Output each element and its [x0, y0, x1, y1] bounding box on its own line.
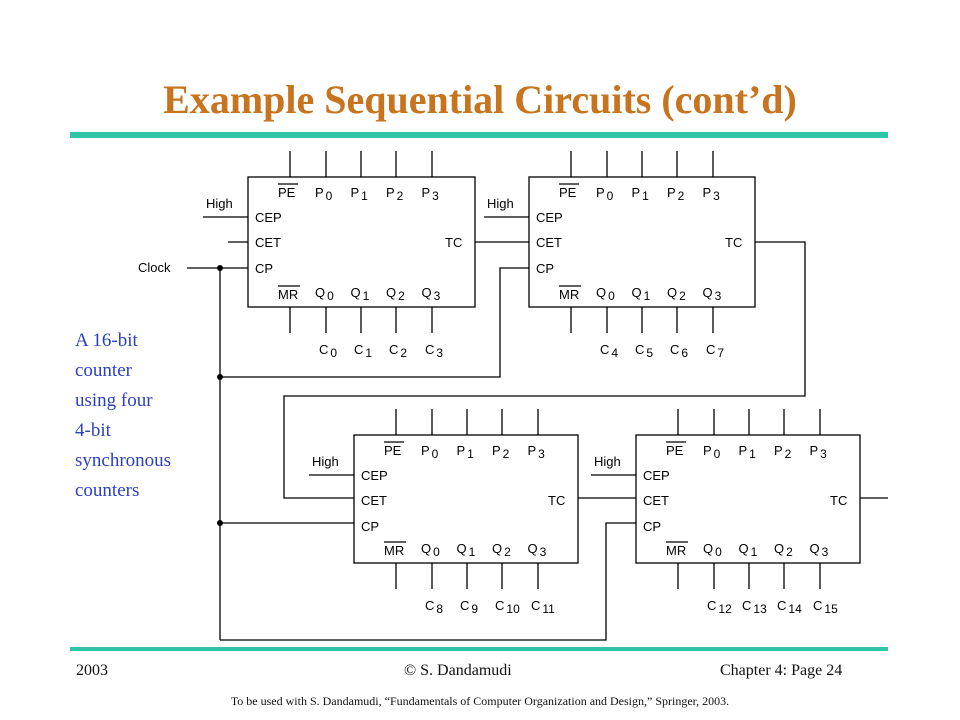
- pe-label: PE: [666, 443, 684, 458]
- mr-label: MR: [384, 543, 404, 558]
- cet-label: CET: [361, 493, 387, 508]
- footer-author: © S. Dandamudi: [404, 662, 512, 679]
- high-label: High: [487, 196, 514, 211]
- tc-to-chip-3: [283, 241, 806, 499]
- clock-to-chip-4: [220, 522, 636, 641]
- footer-divider: [70, 647, 888, 651]
- cet-label: CET: [536, 235, 562, 250]
- high-label: High: [594, 454, 621, 469]
- pe-label: PE: [278, 185, 296, 200]
- cp-label: CP: [536, 261, 554, 276]
- mr-label: MR: [666, 543, 686, 558]
- tc-label: TC: [830, 493, 847, 508]
- mr-label: MR: [559, 287, 579, 302]
- high-label: High: [206, 196, 233, 211]
- tc-label: TC: [548, 493, 565, 508]
- cp-label: CP: [361, 519, 379, 534]
- high-label: High: [312, 454, 339, 469]
- counter-chip-4: [635, 434, 861, 564]
- cp-label: CP: [255, 261, 273, 276]
- caption-line: counters: [75, 480, 140, 501]
- clock-to-chip-2: [220, 267, 529, 378]
- cep-label: CEP: [643, 468, 670, 483]
- tc-label: TC: [445, 235, 462, 250]
- cep-label: CEP: [361, 468, 388, 483]
- caption-line: synchronous: [75, 450, 172, 471]
- cp-label: CP: [643, 519, 661, 534]
- caption-line: counter: [75, 360, 132, 381]
- cep-label: CEP: [255, 210, 282, 225]
- slide-title: Example Sequential Circuits (cont’d): [163, 77, 797, 122]
- footer-page-number: Chapter 4: Page 24: [720, 662, 843, 679]
- cet-label: CET: [643, 493, 669, 508]
- title-divider: [70, 132, 888, 138]
- caption-line: using four: [75, 390, 153, 411]
- footer-year: 2003: [76, 662, 108, 679]
- caption-line: 4-bit: [75, 420, 111, 441]
- mr-label: MR: [278, 287, 298, 302]
- clock-label: Clock: [138, 260, 171, 275]
- tc-label: TC: [725, 235, 742, 250]
- diagram-caption: A 16-bit counter using four 4-bit synchr…: [75, 326, 215, 506]
- pe-label: PE: [384, 443, 402, 458]
- counter-chip-3: [353, 434, 579, 564]
- caption-line: A 16-bit: [75, 330, 138, 351]
- pe-label: PE: [559, 185, 577, 200]
- footer-note: To be used with S. Dandamudi, “Fundament…: [230, 694, 730, 708]
- cep-label: CEP: [536, 210, 563, 225]
- cet-label: CET: [255, 235, 281, 250]
